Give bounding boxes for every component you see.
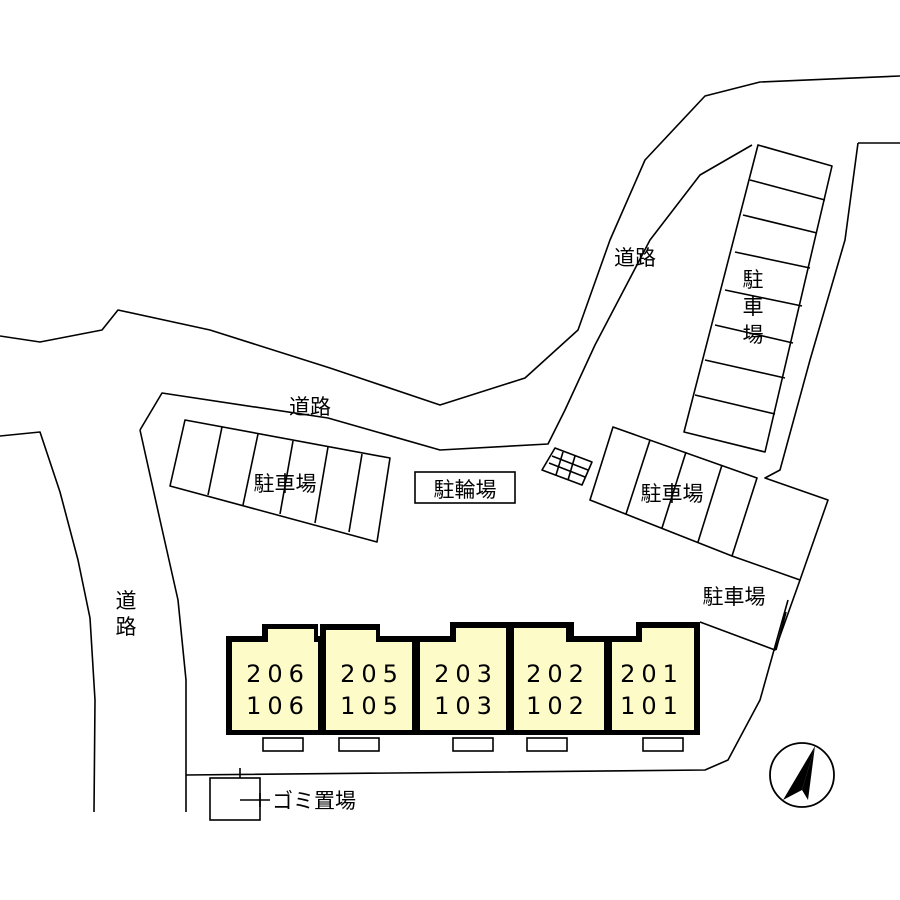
- parking-bottom-right: [699, 555, 801, 651]
- unit-lower-number: 106: [246, 692, 310, 720]
- unit-upper-number: 206: [246, 660, 310, 688]
- road-label-left-1: 道: [116, 589, 137, 613]
- unit-lower-number: 103: [434, 692, 498, 720]
- unit-upper-number: 202: [526, 660, 590, 688]
- parking-left: [169, 419, 391, 543]
- north-arrow-icon: [769, 742, 835, 808]
- unit-upper-number: 201: [620, 660, 684, 688]
- parking-right-label-1: 駐: [743, 268, 764, 292]
- road-label-mid: 道路: [289, 395, 331, 419]
- unit-lower-number: 102: [526, 692, 590, 720]
- bicycle-rack-icon: [541, 447, 593, 486]
- parking-left-label: 駐車場: [254, 472, 317, 496]
- unit-upper-number: 203: [434, 660, 498, 688]
- parking-bottom-right-label: 駐車場: [703, 585, 766, 609]
- bicycle-parking-label: 駐輪場: [434, 478, 497, 502]
- parking-right-vertical: [683, 144, 833, 453]
- bicycle-parking: 駐輪場: [414, 471, 516, 504]
- unit-upper-number: 205: [340, 660, 404, 688]
- unit: 201 101: [612, 622, 700, 730]
- unit-lower-number: 101: [620, 692, 684, 720]
- unit: 202 102: [512, 622, 604, 730]
- unit: 203 103: [420, 622, 512, 730]
- garbage-label: ゴミ置場: [272, 789, 356, 813]
- parking-mid-right-label: 駐車場: [641, 482, 704, 506]
- road-label-top: 道路: [614, 246, 656, 270]
- unit: 205 105: [320, 624, 412, 730]
- garbage-area: ゴミ置場: [209, 777, 356, 821]
- unit-lower-number: 105: [340, 692, 404, 720]
- road-lines: [0, 75, 900, 813]
- parking-right-label-3: 場: [743, 323, 764, 347]
- unit: 206 106: [232, 629, 318, 730]
- parking-right-label-2: 車: [743, 295, 764, 319]
- parking-mid-right: [589, 426, 758, 557]
- entrance-steps: [262, 737, 684, 752]
- building: 206 106 205 105 203 103 202 102: [226, 622, 700, 735]
- road-label-left-2: 路: [116, 615, 137, 639]
